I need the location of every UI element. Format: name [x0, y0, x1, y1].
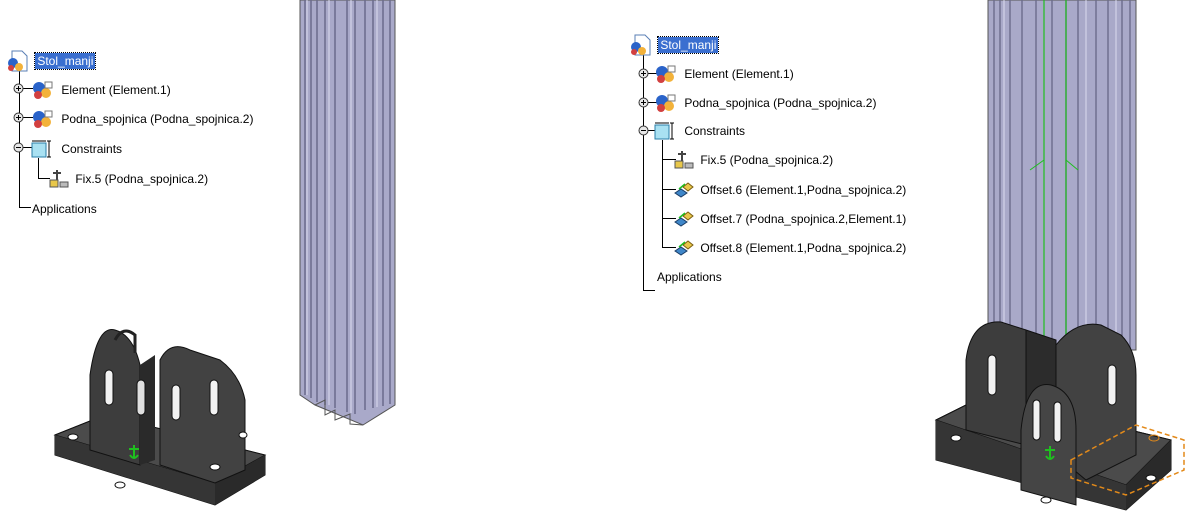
tree-connector [19, 117, 33, 118]
left-spec-tree: Stol_manji Element (Element.1) Podna_spo… [0, 0, 280, 230]
tree-root[interactable]: Stol_manji [6, 50, 97, 72]
collapse-minus-icon[interactable] [13, 142, 24, 153]
tree-connector [662, 218, 676, 219]
tree-connector [643, 44, 644, 290]
product-root-icon [8, 50, 28, 72]
offset-constraint-icon [674, 211, 694, 227]
tree-item-label: Element (Element.1) [684, 67, 794, 81]
product-instance-icon [656, 94, 676, 112]
tree-connector [643, 73, 657, 74]
highlighted-face [1070, 424, 1185, 496]
tree-item-element[interactable]: Element (Element.1) [653, 63, 796, 83]
expand-plus-icon[interactable] [638, 97, 649, 108]
left-viewport[interactable]: Stol_manji Element (Element.1) Podna_spo… [0, 0, 593, 524]
tree-item-fix5[interactable]: Fix.5 (Podna_spojnica.2) [673, 149, 835, 169]
assembly-profile-in-bracket[interactable] [926, 0, 1186, 524]
aluminium-profile-part[interactable] [295, 0, 435, 430]
tree-root-label: Stol_manji [657, 36, 720, 54]
tree-item-label: Offset.6 (Element.1,Podna_spojnica.2) [700, 183, 907, 197]
tree-item-offset8[interactable]: Offset.8 (Element.1,Podna_spojnica.2) [673, 237, 908, 257]
tree-item-label: Podna_spojnica (Podna_spojnica.2) [61, 112, 254, 126]
tree-item-label: Offset.8 (Element.1,Podna_spojnica.2) [700, 241, 907, 255]
expand-plus-icon[interactable] [13, 112, 24, 123]
expand-plus-icon[interactable] [638, 68, 649, 79]
tree-connector [38, 178, 50, 179]
tree-connector [19, 66, 20, 207]
tree-item-label: Constraints [61, 142, 123, 156]
tree-connector [19, 207, 31, 208]
product-instance-icon [33, 110, 53, 128]
tree-connector [643, 130, 657, 131]
tree-root-label: Stol_manji [34, 52, 97, 70]
tree-connector [643, 102, 657, 103]
tree-connector [662, 140, 663, 247]
tree-item-constraints[interactable]: Constraints [30, 138, 124, 158]
offset-constraint-icon [674, 240, 694, 256]
tree-connector [662, 189, 676, 190]
fix-anchor-icon [129, 445, 139, 459]
floor-bracket-part[interactable] [45, 305, 285, 515]
tree-item-label: Applications [657, 269, 722, 284]
tree-item-offset7[interactable]: Offset.7 (Podna_spojnica.2,Element.1) [673, 208, 908, 228]
fix-anchor-icon [1045, 446, 1055, 460]
product-root-icon [631, 34, 651, 56]
tree-connector [38, 158, 39, 178]
tree-item-label: Fix.5 (Podna_spojnica.2) [75, 172, 209, 186]
tree-item-label: Constraints [684, 124, 746, 138]
expand-plus-icon[interactable] [13, 83, 24, 94]
tree-connector [662, 247, 676, 248]
tree-item-applications[interactable]: Applications [655, 266, 724, 286]
tree-connector [19, 147, 33, 148]
tree-connector [19, 88, 33, 89]
constraints-icon [31, 140, 51, 158]
right-viewport[interactable]: Stol_manji Element (Element.1) Podna_spo… [593, 0, 1186, 524]
tree-item-applications[interactable]: Applications [30, 198, 99, 218]
tree-item-element[interactable]: Element (Element.1) [30, 79, 173, 99]
tree-item-label: Element (Element.1) [61, 83, 171, 97]
tree-item-offset6[interactable]: Offset.6 (Element.1,Podna_spojnica.2) [673, 179, 908, 199]
collapse-minus-icon[interactable] [638, 125, 649, 136]
fix-constraint-icon [49, 170, 69, 188]
tree-connector [662, 159, 676, 160]
fix-constraint-icon [674, 151, 694, 169]
tree-item-label: Applications [32, 201, 97, 216]
constraints-icon [654, 122, 674, 140]
product-instance-icon [33, 81, 53, 99]
tree-item-constraints[interactable]: Constraints [653, 120, 747, 140]
right-spec-tree: Stol_manji Element (Element.1) Podna_spo… [631, 28, 933, 298]
product-instance-icon [656, 65, 676, 83]
tree-item-podna-spojnica[interactable]: Podna_spojnica (Podna_spojnica.2) [653, 92, 878, 112]
tree-item-fix5[interactable]: Fix.5 (Podna_spojnica.2) [48, 168, 210, 188]
tree-item-podna-spojnica[interactable]: Podna_spojnica (Podna_spojnica.2) [30, 108, 255, 128]
tree-connector [643, 290, 655, 291]
tree-root[interactable]: Stol_manji [629, 34, 720, 56]
offset-constraint-icon [674, 182, 694, 198]
tree-item-label: Fix.5 (Podna_spojnica.2) [700, 153, 834, 167]
tree-item-label: Podna_spojnica (Podna_spojnica.2) [684, 96, 877, 110]
tree-item-label: Offset.7 (Podna_spojnica.2,Element.1) [700, 212, 907, 226]
